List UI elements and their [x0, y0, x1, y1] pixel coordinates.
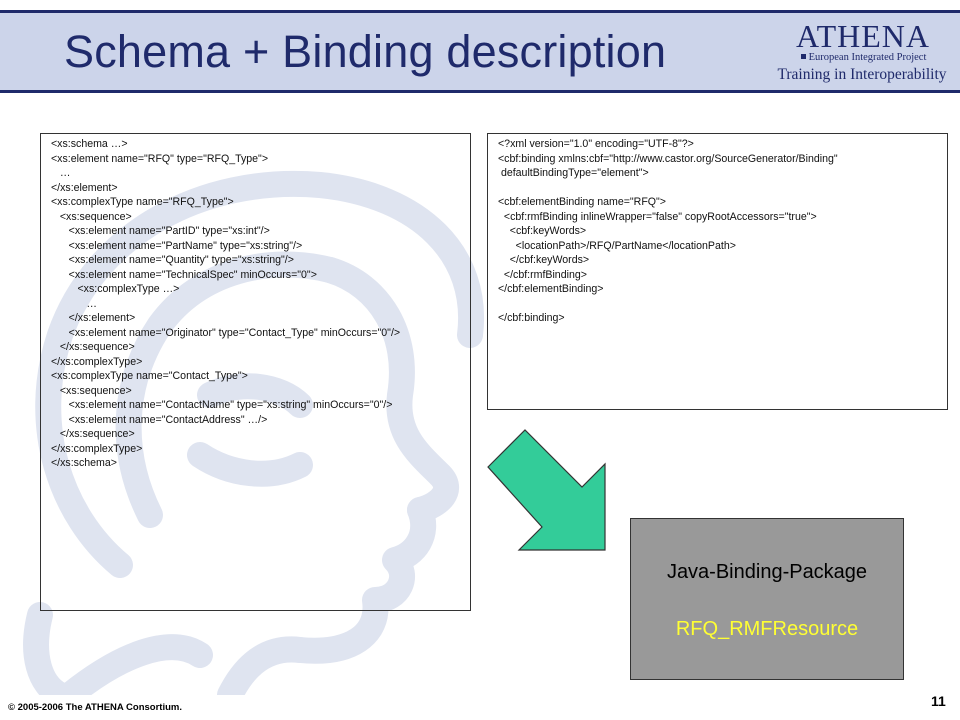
schema-line: <xs:element name="ContactAddress" …/> — [51, 413, 268, 426]
athena-logo: ATHENA European Integrated Project Train… — [772, 18, 952, 88]
logo-tagline: Training in Interoperability — [777, 66, 947, 83]
binding-line: </cbf:binding> — [498, 312, 565, 324]
schema-line: <xs:element name="ContactName" type="xs:… — [51, 399, 393, 411]
logo-subtitle: European Integrated Project — [808, 52, 927, 63]
binding-line: <cbf:keyWords> — [498, 225, 587, 237]
schema-line: </xs:sequence> — [51, 428, 135, 440]
schema-line: <xs:complexType name="Contact_Type"> — [51, 370, 248, 382]
package-title: Java-Binding-Package — [666, 561, 868, 583]
schema-line: <xs:element name="TechnicalSpec" minOccu… — [51, 268, 317, 281]
schema-line: <xs:sequence> — [51, 384, 132, 397]
binding-line — [498, 181, 941, 196]
binding-line: <locationPath>/RFQ/PartName</locationPat… — [498, 239, 736, 252]
schema-line: </xs:complexType> — [51, 442, 143, 455]
schema-line: … — [51, 297, 97, 310]
binding-line: </cbf:keyWords> — [498, 254, 590, 266]
schema-line: <xs:complexType name="RFQ_Type"> — [51, 196, 234, 208]
schema-line: <xs:element name="RFQ" type="RFQ_Type"> — [51, 152, 269, 165]
binding-line: <cbf:rmfBinding inlineWrapper="false" co… — [498, 210, 817, 223]
logo-name: ATHENA — [796, 18, 930, 54]
face-profile-watermark-icon — [23, 170, 485, 695]
package-resource: RFQ_RMFResource — [675, 618, 859, 640]
binding-line: <cbf:elementBinding name="RFQ"> — [498, 196, 666, 208]
logo-bullet-icon — [800, 54, 806, 59]
header-band — [0, 10, 960, 92]
binding-code-box: <?xml version="1.0" encoding="UTF-8"?> <… — [487, 133, 948, 410]
java-binding-package-box: Java-Binding-Package RFQ_RMFResource — [630, 518, 904, 680]
schema-line: <xs:element name="Originator" type="Cont… — [51, 326, 401, 339]
header-rule-top — [0, 10, 960, 13]
schema-line: <xs:element name="Quantity" type="xs:str… — [51, 254, 294, 266]
schema-line: … — [51, 167, 71, 179]
logo-subtitle-row: European Integrated Project — [772, 52, 952, 63]
copyright-text: © 2005-2006 The ATHENA Consortium. — [8, 702, 182, 713]
binding-line: </cbf:elementBinding> — [498, 283, 604, 295]
schema-line: <xs:sequence> — [51, 210, 132, 223]
schema-line: <xs:complexType …> — [51, 283, 180, 295]
schema-line: </xs:complexType> — [51, 355, 143, 368]
schema-line: </xs:schema> — [51, 457, 117, 469]
binding-line: defaultBindingType="element"> — [498, 167, 649, 179]
binding-line: <cbf:binding xmlns:cbf="http://www.casto… — [498, 152, 838, 165]
schema-line: </xs:sequence> — [51, 341, 135, 353]
schema-line: <xs:element name="PartID" type="xs:int"/… — [51, 225, 270, 237]
arrow-down-right-icon — [487, 429, 606, 551]
schema-line: </xs:element> — [51, 312, 136, 324]
schema-line: <xs:schema …> — [51, 138, 128, 150]
page-number: 11 — [931, 693, 946, 709]
schema-code-box: <xs:schema …> <xs:element name="RFQ" typ… — [40, 133, 471, 611]
slide-title: Schema + Binding description — [64, 26, 667, 77]
header-rule-bottom — [0, 90, 960, 93]
binding-line — [498, 297, 941, 312]
binding-line: </cbf:rmfBinding> — [498, 268, 587, 281]
binding-line: <?xml version="1.0" encoding="UTF-8"?> — [498, 138, 694, 150]
schema-line: <xs:element name="PartName" type="xs:str… — [51, 239, 303, 252]
schema-line: </xs:element> — [51, 181, 118, 194]
